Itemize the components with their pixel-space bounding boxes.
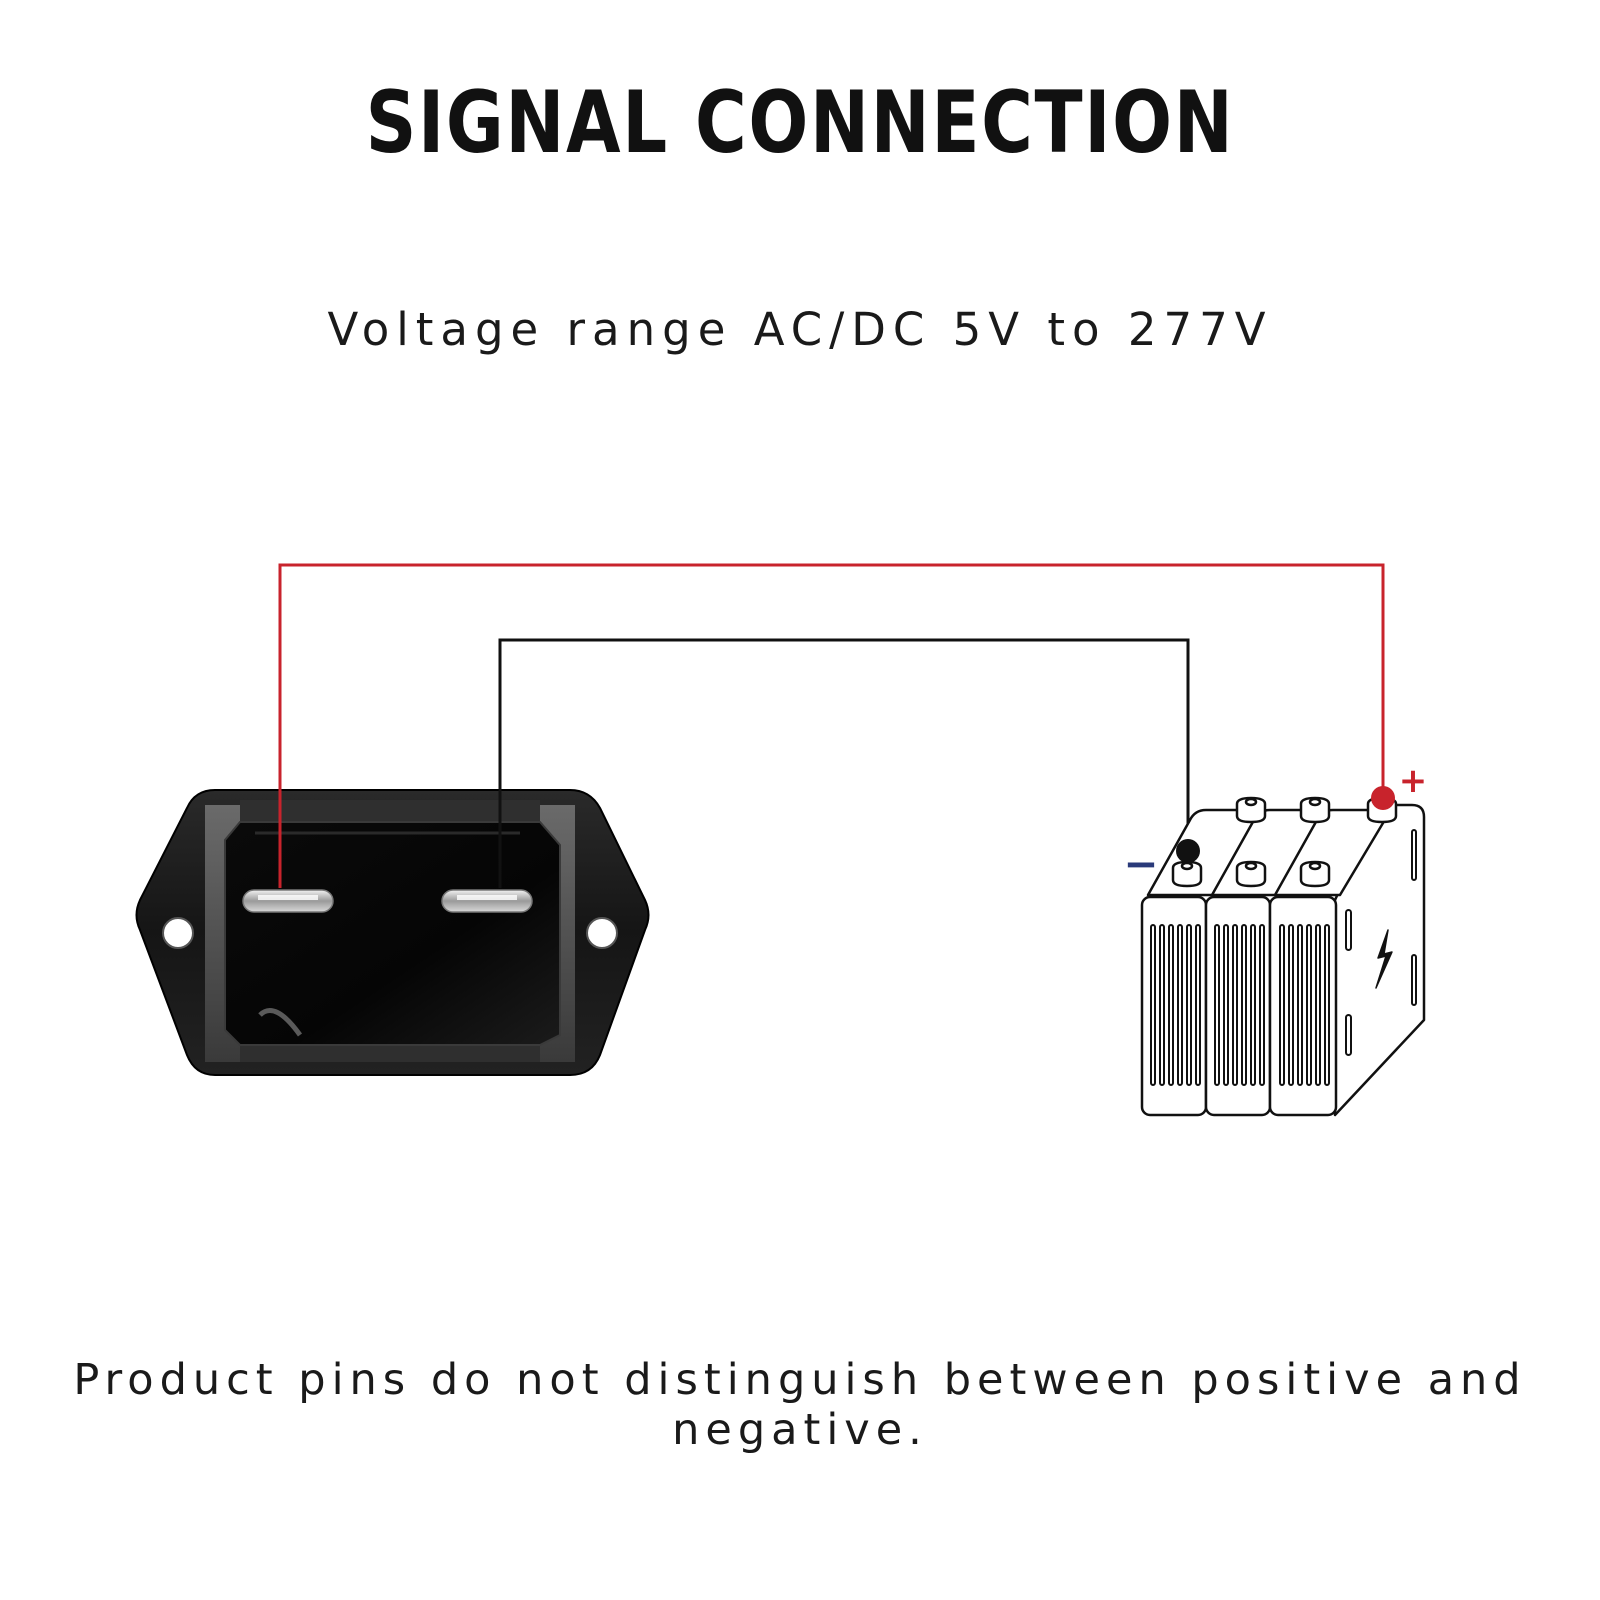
negative-terminal-dot [1176,839,1200,863]
positive-symbol: + [1399,761,1428,801]
module-body [224,821,561,1046]
polarity-note: Product pins do not distinguish between … [73,1355,1527,1455]
mounting-hole-right [586,917,618,949]
body-highlight [258,1008,303,1037]
vent-slots [1150,924,1330,1086]
negative-symbol: − [1123,839,1158,888]
pin-right [441,889,533,913]
negative-wire [498,638,1190,888]
pin-left [242,889,334,913]
voltage-range-text: Voltage range AC/DC 5V to 277V [327,303,1273,356]
battery-pack [1140,796,1426,1117]
page-title: SIGNAL CONNECTION [365,73,1235,173]
lightning-icon [1375,929,1393,989]
relay-module [135,789,650,1076]
rim-top [240,800,540,822]
side-panel-details [1345,829,1417,1056]
positive-wire [278,563,1385,888]
front-terminals [1171,860,1331,888]
mounting-hole-left [162,917,194,949]
positive-terminal-dot [1371,786,1395,810]
